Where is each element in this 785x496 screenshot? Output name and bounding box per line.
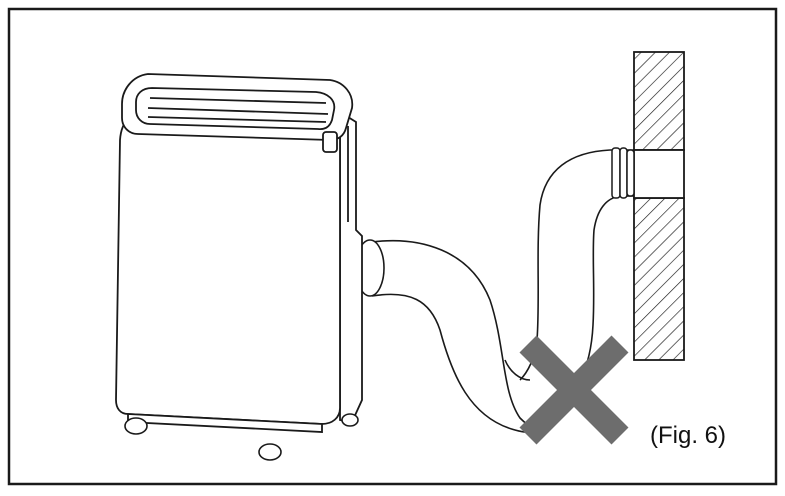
grille-line-1 — [149, 97, 327, 104]
wheel-front-left — [124, 417, 148, 435]
wall-upper — [633, 51, 685, 151]
hose-loop-bottom — [504, 359, 531, 381]
wall-opening — [633, 149, 685, 199]
cross-mark-icon — [519, 335, 629, 445]
adaptor-ring-3 — [626, 149, 635, 197]
window-adaptor — [611, 147, 635, 199]
unit-base — [127, 413, 323, 433]
side-handle — [322, 131, 338, 153]
unit-wheels — [124, 413, 359, 461]
unit-body — [115, 99, 341, 425]
figure-caption: (Fig. 6) — [650, 422, 727, 449]
wall — [633, 51, 685, 361]
unit-side-panel — [339, 110, 363, 424]
wheel-front-right — [258, 443, 282, 461]
adaptor-ring-1 — [611, 147, 621, 199]
grille-line-2 — [147, 107, 329, 115]
figure-frame — [7, 7, 778, 486]
adaptor-ring-2 — [619, 147, 628, 199]
hose-inner-edge — [371, 293, 549, 434]
grille-line-3 — [147, 116, 327, 123]
hose-outer-edge — [371, 239, 549, 433]
hose-return-right — [579, 195, 621, 381]
air-conditioner-unit — [115, 73, 363, 433]
wheel-rear — [341, 413, 359, 427]
wall-lower — [633, 197, 685, 361]
exhaust-hose — [371, 149, 634, 434]
